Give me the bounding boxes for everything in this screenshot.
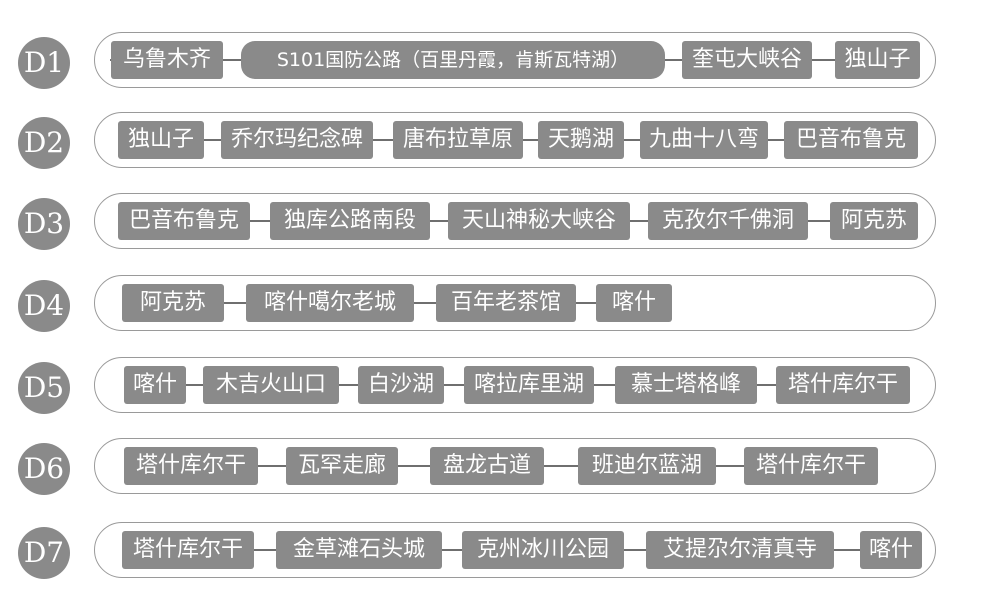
stop-box: 喀什 [860, 531, 922, 569]
stop-box: 白沙湖 [358, 366, 444, 404]
stop-box: 塔什库尔干 [122, 531, 254, 569]
stop-box: 盘龙古道 [430, 447, 544, 485]
stop-box: 独山子 [835, 41, 920, 79]
stop-box: 瓦罕走廊 [286, 447, 398, 485]
day-badge: D3 [18, 198, 70, 250]
day-badge: D1 [18, 37, 70, 89]
stop-box: 巴音布鲁克 [118, 202, 250, 240]
stop-box: 阿克苏 [830, 202, 918, 240]
stop-box: 克孜尔千佛洞 [648, 202, 808, 240]
stop-box: 塔什库尔干 [776, 366, 910, 404]
stop-box: 艾提尕尔清真寺 [646, 531, 834, 569]
route-track [94, 438, 936, 494]
stop-box: 木吉火山口 [203, 366, 339, 404]
day-row-d7: D7 塔什库尔干 金草滩石头城 克州冰川公园 艾提尕尔清真寺 喀什 [0, 520, 1006, 580]
stop-box: 乔尔玛纪念碑 [221, 121, 373, 159]
day-badge: D4 [18, 280, 70, 332]
stop-box: 克州冰川公园 [462, 531, 624, 569]
stop-box: 喀拉库里湖 [464, 366, 594, 404]
stop-box: 独库公路南段 [270, 202, 430, 240]
day-row-d3: D3 巴音布鲁克 独库公路南段 天山神秘大峡谷 克孜尔千佛洞 阿克苏 [0, 191, 1006, 251]
stop-box: 乌鲁木齐 [111, 41, 223, 79]
stop-box: S101国防公路（百里丹霞，肯斯瓦特湖） [241, 41, 665, 79]
stop-box: 阿克苏 [122, 284, 224, 322]
stop-box: 奎屯大峡谷 [682, 41, 812, 79]
day-row-d4: D4 阿克苏 喀什噶尔老城 百年老茶馆 喀什 [0, 273, 1006, 333]
route-track [94, 275, 936, 331]
day-badge: D5 [18, 362, 70, 414]
day-row-d1: D1 乌鲁木齐 S101国防公路（百里丹霞，肯斯瓦特湖） 奎屯大峡谷 独山子 [0, 30, 1006, 90]
stop-box: 喀什 [124, 366, 186, 404]
route-track [94, 193, 936, 249]
route-track [94, 112, 936, 168]
route-track [94, 357, 936, 413]
stop-box: 塔什库尔干 [124, 447, 258, 485]
day-badge: D6 [18, 443, 70, 495]
route-track [94, 32, 936, 88]
stop-box: 九曲十八弯 [640, 121, 768, 159]
day-badge: D7 [18, 527, 70, 579]
day-row-d5: D5 喀什 木吉火山口 白沙湖 喀拉库里湖 慕士塔格峰 塔什库尔干 [0, 355, 1006, 415]
stop-box: 天山神秘大峡谷 [448, 202, 630, 240]
stop-box: 慕士塔格峰 [615, 366, 757, 404]
day-row-d6: D6 塔什库尔干 瓦罕走廊 盘龙古道 班迪尔蓝湖 塔什库尔干 [0, 436, 1006, 496]
stop-box: 班迪尔蓝湖 [578, 447, 716, 485]
day-badge: D2 [18, 117, 70, 169]
stop-box: 喀什 [596, 284, 672, 322]
stop-box: 百年老茶馆 [436, 284, 576, 322]
stop-box: 独山子 [118, 121, 204, 159]
stop-box: 唐布拉草原 [393, 121, 523, 159]
day-row-d2: D2 独山子 乔尔玛纪念碑 唐布拉草原 天鹅湖 九曲十八弯 巴音布鲁克 [0, 110, 1006, 170]
stop-box: 喀什噶尔老城 [246, 284, 414, 322]
stop-box: 金草滩石头城 [276, 531, 442, 569]
route-track [94, 522, 936, 578]
stop-box: 巴音布鲁克 [784, 121, 918, 159]
stop-box: 塔什库尔干 [744, 447, 878, 485]
stop-box: 天鹅湖 [538, 121, 624, 159]
